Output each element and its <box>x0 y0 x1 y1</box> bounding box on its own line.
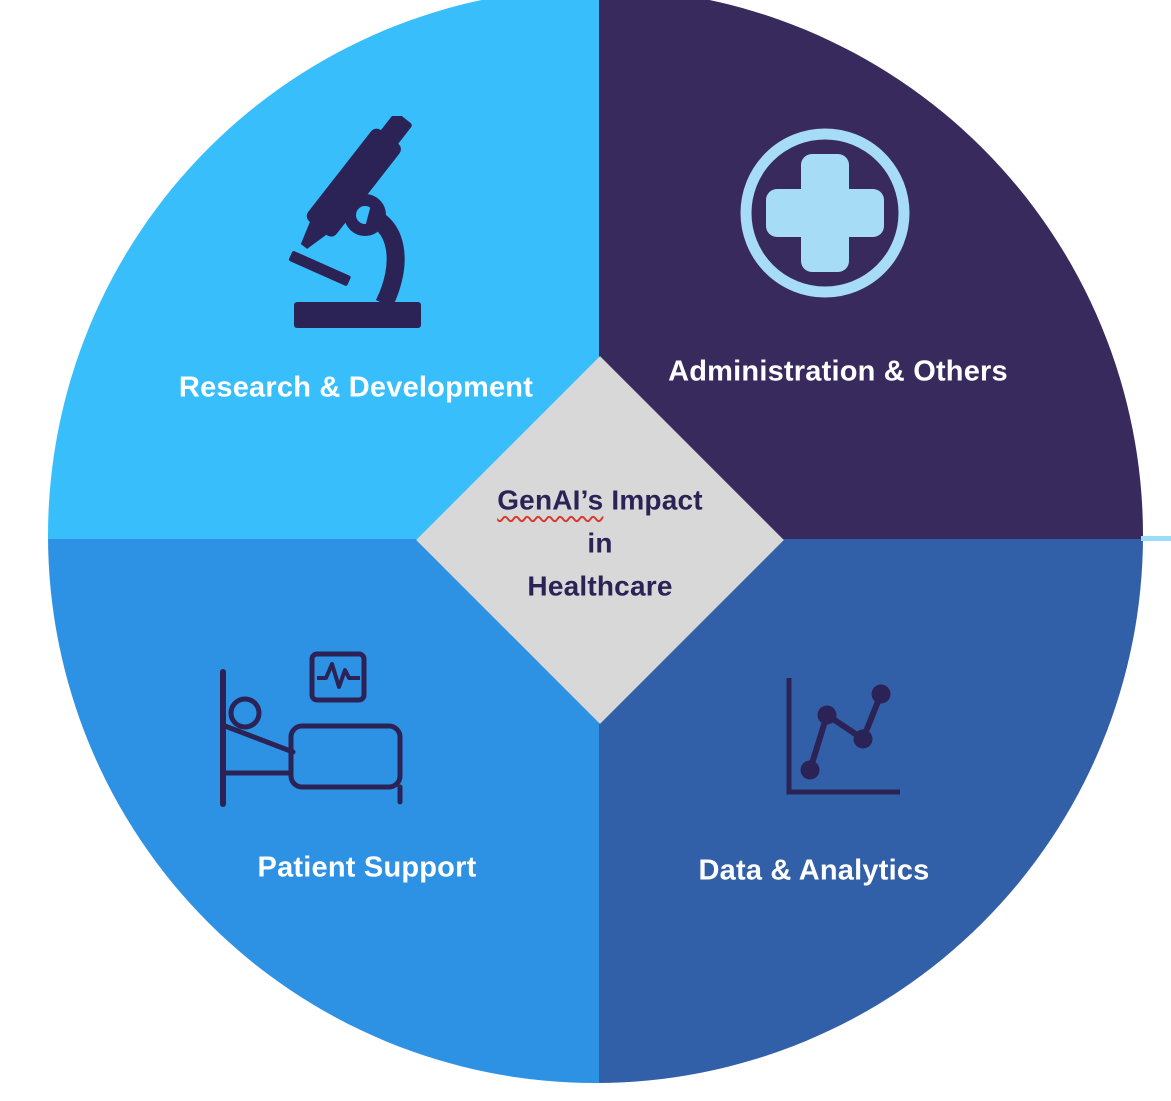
patient-bed-icon <box>220 651 403 807</box>
center-title-impact: Impact <box>611 484 703 516</box>
center-title-line1: GenAI’s Impact <box>430 479 770 522</box>
line-chart-icon <box>786 678 900 795</box>
medical-cross-icon <box>740 128 910 298</box>
center-title: GenAI’s Impact in Healthcare <box>430 479 770 608</box>
center-title-line3: Healthcare <box>527 570 673 602</box>
right-edge-tick-line <box>1141 536 1171 541</box>
center-title-line2: in <box>587 527 613 559</box>
label-research-development: Research & Development <box>178 371 534 404</box>
label-patient-support: Patient Support <box>257 851 477 884</box>
label-data-analytics: Data & Analytics <box>698 854 930 887</box>
microscope-icon <box>288 116 421 328</box>
center-title-genai: GenAI’s <box>497 484 604 516</box>
label-administration-others: Administration & Others <box>668 355 1008 388</box>
infographic-circle <box>48 0 1143 1083</box>
